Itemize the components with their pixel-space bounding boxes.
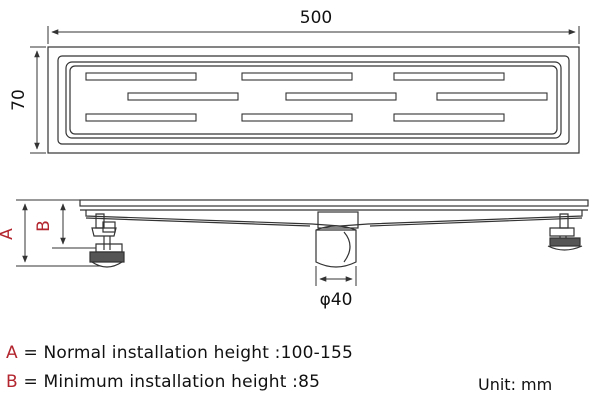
slot	[241, 113, 353, 122]
slot	[285, 92, 397, 101]
right-leveling-foot	[547, 213, 583, 251]
legend-a-text: = Normal installation height :100-155	[17, 343, 354, 363]
unit-note: Unit: mm	[478, 375, 553, 394]
legend-b-text: = Minimum installation height :85	[17, 372, 321, 392]
side-grate-bar	[79, 199, 589, 207]
side-view	[79, 199, 589, 268]
slot	[393, 72, 505, 81]
outlet-diameter-dimension	[315, 266, 357, 286]
slot	[241, 72, 353, 81]
width-dimension	[30, 46, 46, 154]
grate-outer-frame	[47, 46, 580, 154]
left-leveling-foot	[89, 213, 125, 268]
height-a-label: A	[0, 228, 17, 240]
slot	[85, 113, 197, 122]
legend-b-key: B	[6, 372, 18, 392]
grate-panel	[65, 61, 562, 139]
legend-normal-height: A = Normal installation height :100-155	[6, 343, 353, 363]
outlet-pipe	[315, 211, 359, 268]
outlet-diameter-label: φ40	[320, 290, 353, 310]
legend-minimum-height: B = Minimum installation height :85	[6, 372, 320, 392]
height-b-label: B	[34, 220, 54, 232]
grate-slots	[85, 72, 548, 122]
length-label: 500	[300, 8, 332, 28]
width-label: 70	[9, 89, 29, 111]
length-dimension	[47, 26, 580, 44]
slot	[436, 92, 548, 101]
slot	[393, 113, 505, 122]
top-view	[47, 46, 580, 154]
legend-a-key: A	[6, 343, 18, 363]
slot	[127, 92, 239, 101]
height-a-dimension	[16, 199, 100, 267]
grate-panel-inner	[69, 65, 558, 135]
grate-frame-inner	[57, 55, 570, 145]
height-b-dimension	[52, 203, 96, 249]
slot	[85, 72, 197, 81]
